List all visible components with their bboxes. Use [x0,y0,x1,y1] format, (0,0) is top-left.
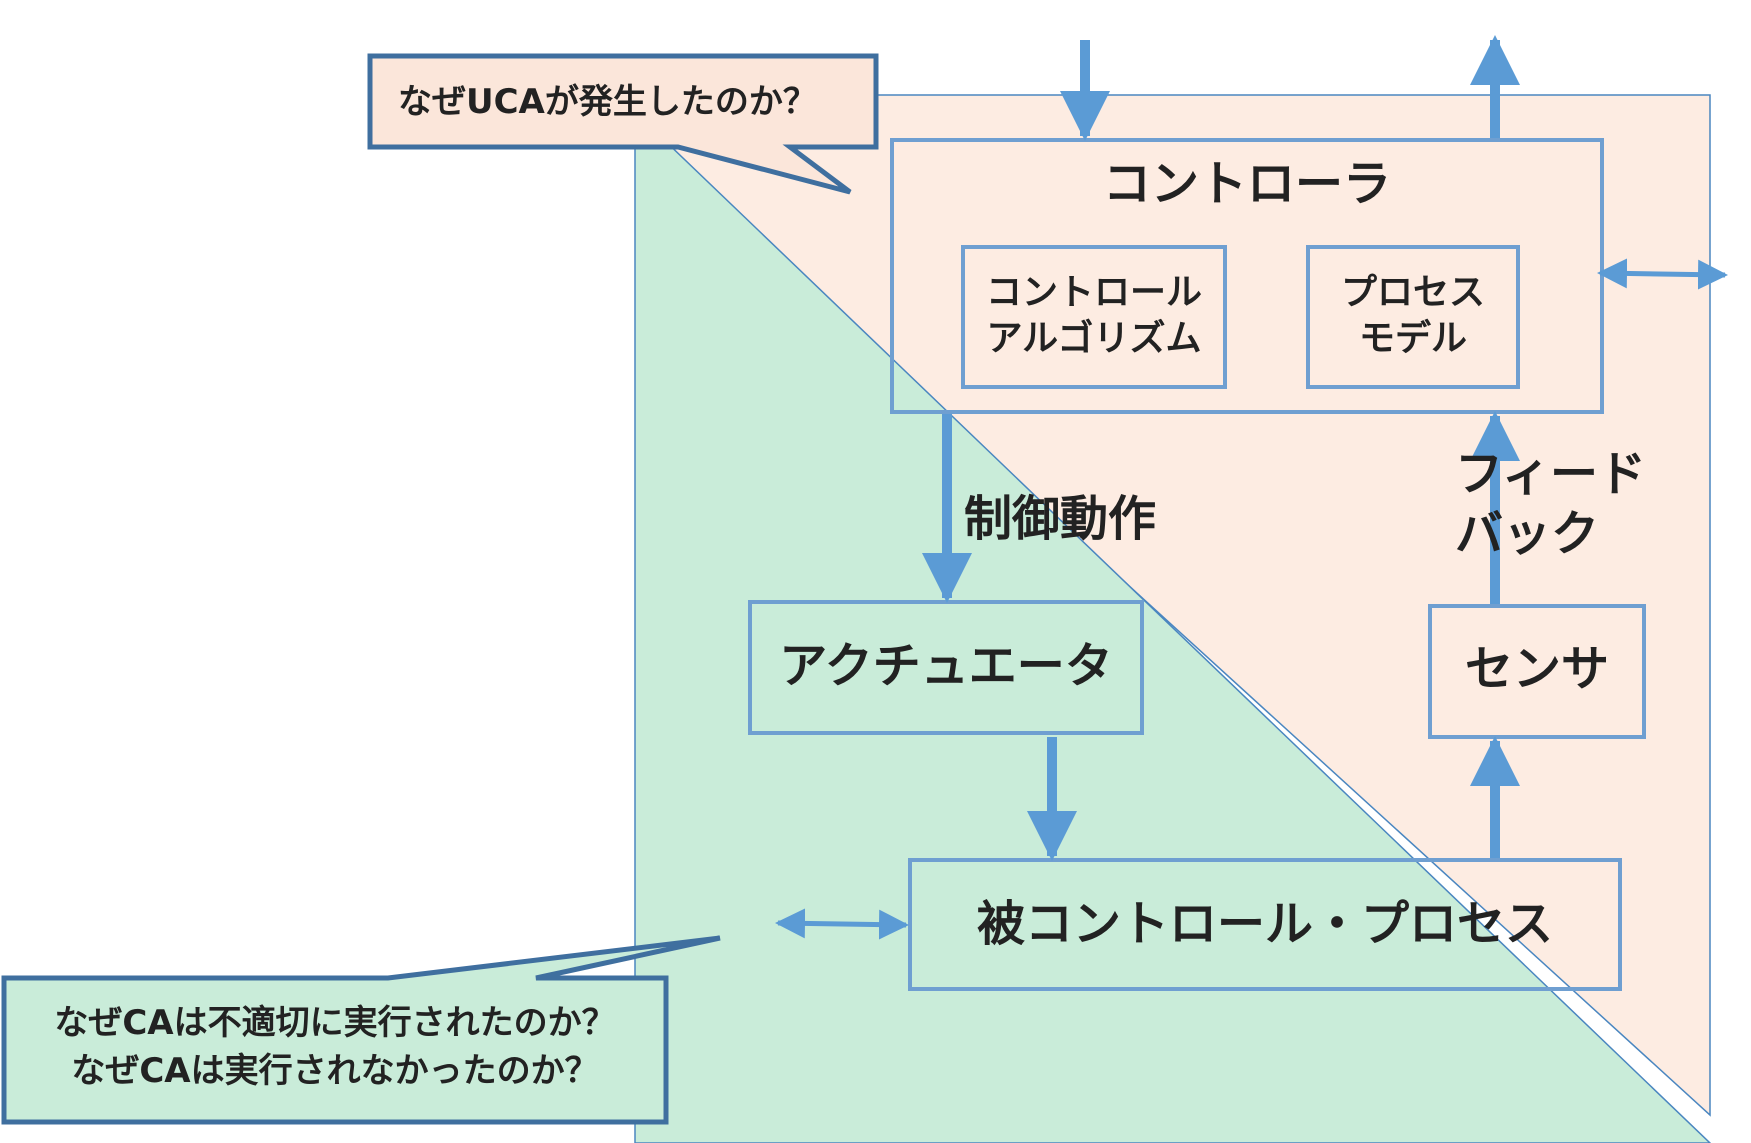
callout-top-shape [367,53,879,195]
sensor-label: センサ [1465,641,1609,697]
control-algorithm-label-line2: アルゴリズム [987,317,1202,359]
callout-bottom-text-line2: なぜCAは実行されなかったのか？ [71,1051,598,1091]
process-model-box [1306,245,1520,389]
controller-title: コントローラ [1103,156,1391,212]
sensor-box [1428,604,1646,739]
controlled-process-box [908,858,1622,991]
controlled-process-label: 被コントロール・プロセス [977,896,1553,952]
feedback-label-line1: フィード [1455,446,1646,502]
control-algorithm-box [961,245,1227,389]
callout-bottom-shape [1,935,721,1125]
control-action-label: 制御動作 [964,491,1156,547]
callout-bottom-text-line1: なぜCAは不適切に実行されたのか？ [54,1003,615,1043]
process-model-label-line2: モデル [1359,317,1467,359]
callout-top-text: なぜUCAが発生したのか？ [398,82,817,122]
controller-side-double-arrow [1597,258,1728,290]
control-algorithm-label-line1: コントロール [986,272,1202,313]
feedback-label-line2: バック [1455,506,1599,562]
process-side-double-arrow [775,908,909,940]
process-side-region [634,110,1712,1143]
process-model-label-line1: プロセス [1341,272,1485,313]
actuator-label: アクチュエータ [779,638,1113,694]
